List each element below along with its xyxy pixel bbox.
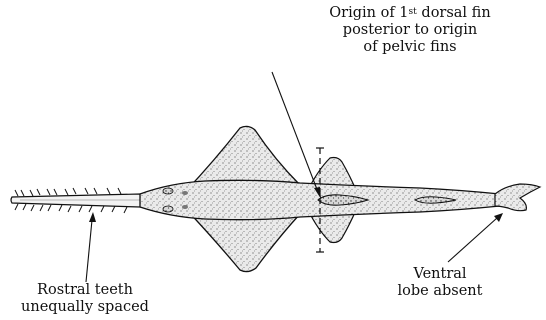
rostral-label-line1: Rostral teeth	[0, 282, 170, 299]
rostrum	[11, 194, 160, 207]
eye-lower	[163, 206, 173, 212]
dorsal-label-line1-pre: Origin of 1	[329, 5, 408, 21]
spiracle-lower	[182, 205, 188, 209]
ventral-lobe-pointer	[448, 213, 503, 262]
rostral-teeth-pointer	[86, 212, 96, 282]
eye-upper	[163, 188, 173, 194]
dorsal-label-line1-post: dorsal fin	[417, 5, 491, 21]
dorsal-label-line3: of pelvic fins	[300, 39, 520, 56]
spiracle-upper	[182, 191, 188, 195]
ventral-label-line1: Ventral	[380, 266, 500, 283]
dorsal-label-superscript: st	[409, 7, 417, 17]
ventral-label-line2: lobe absent	[380, 283, 500, 300]
dorsal-label-line2: posterior to origin	[300, 22, 520, 39]
ventral-lobe-label: Ventral lobe absent	[380, 266, 500, 300]
caudal-fin	[495, 184, 540, 211]
rostral-label-line2: unequally spaced	[0, 299, 170, 316]
first-dorsal-fin-label: Origin of 1st dorsal fin posterior to or…	[300, 5, 520, 56]
rostral-teeth-label: Rostral teeth unequally spaced	[0, 282, 170, 316]
